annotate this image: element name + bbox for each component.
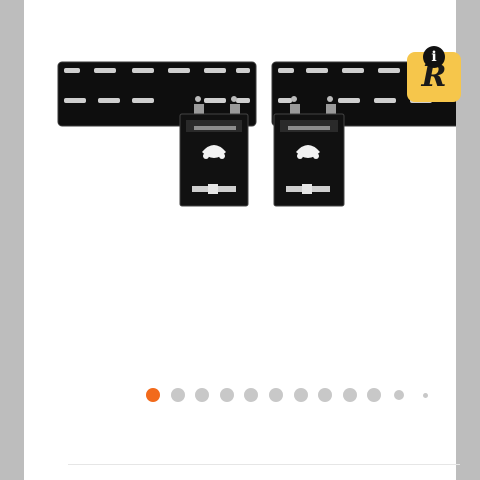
carousel-dot-2[interactable] (170, 388, 185, 402)
carousel-dot-12[interactable] (422, 392, 428, 398)
carousel-dot-6[interactable] (268, 388, 283, 402)
carousel-dot-9[interactable] (342, 388, 357, 402)
carousel-dot-7[interactable] (293, 388, 308, 402)
carousel-dot-11[interactable] (393, 390, 404, 400)
carousel-dot-1[interactable] (146, 388, 160, 402)
mount-bracket-right (273, 113, 345, 207)
carousel-dot-5[interactable] (244, 388, 259, 402)
carousel-dot-8[interactable] (318, 388, 333, 402)
product-card (24, 0, 460, 480)
info-icon[interactable]: i (423, 46, 445, 68)
mount-plate-left (57, 61, 257, 127)
carousel-dot-4[interactable] (219, 388, 234, 402)
product-image[interactable] (24, 0, 456, 230)
carousel-dot-10[interactable] (367, 388, 382, 402)
carousel-dot-3[interactable] (195, 388, 210, 402)
mount-bracket-left (179, 113, 249, 207)
carousel-pagination (146, 388, 428, 402)
divider (68, 464, 460, 465)
